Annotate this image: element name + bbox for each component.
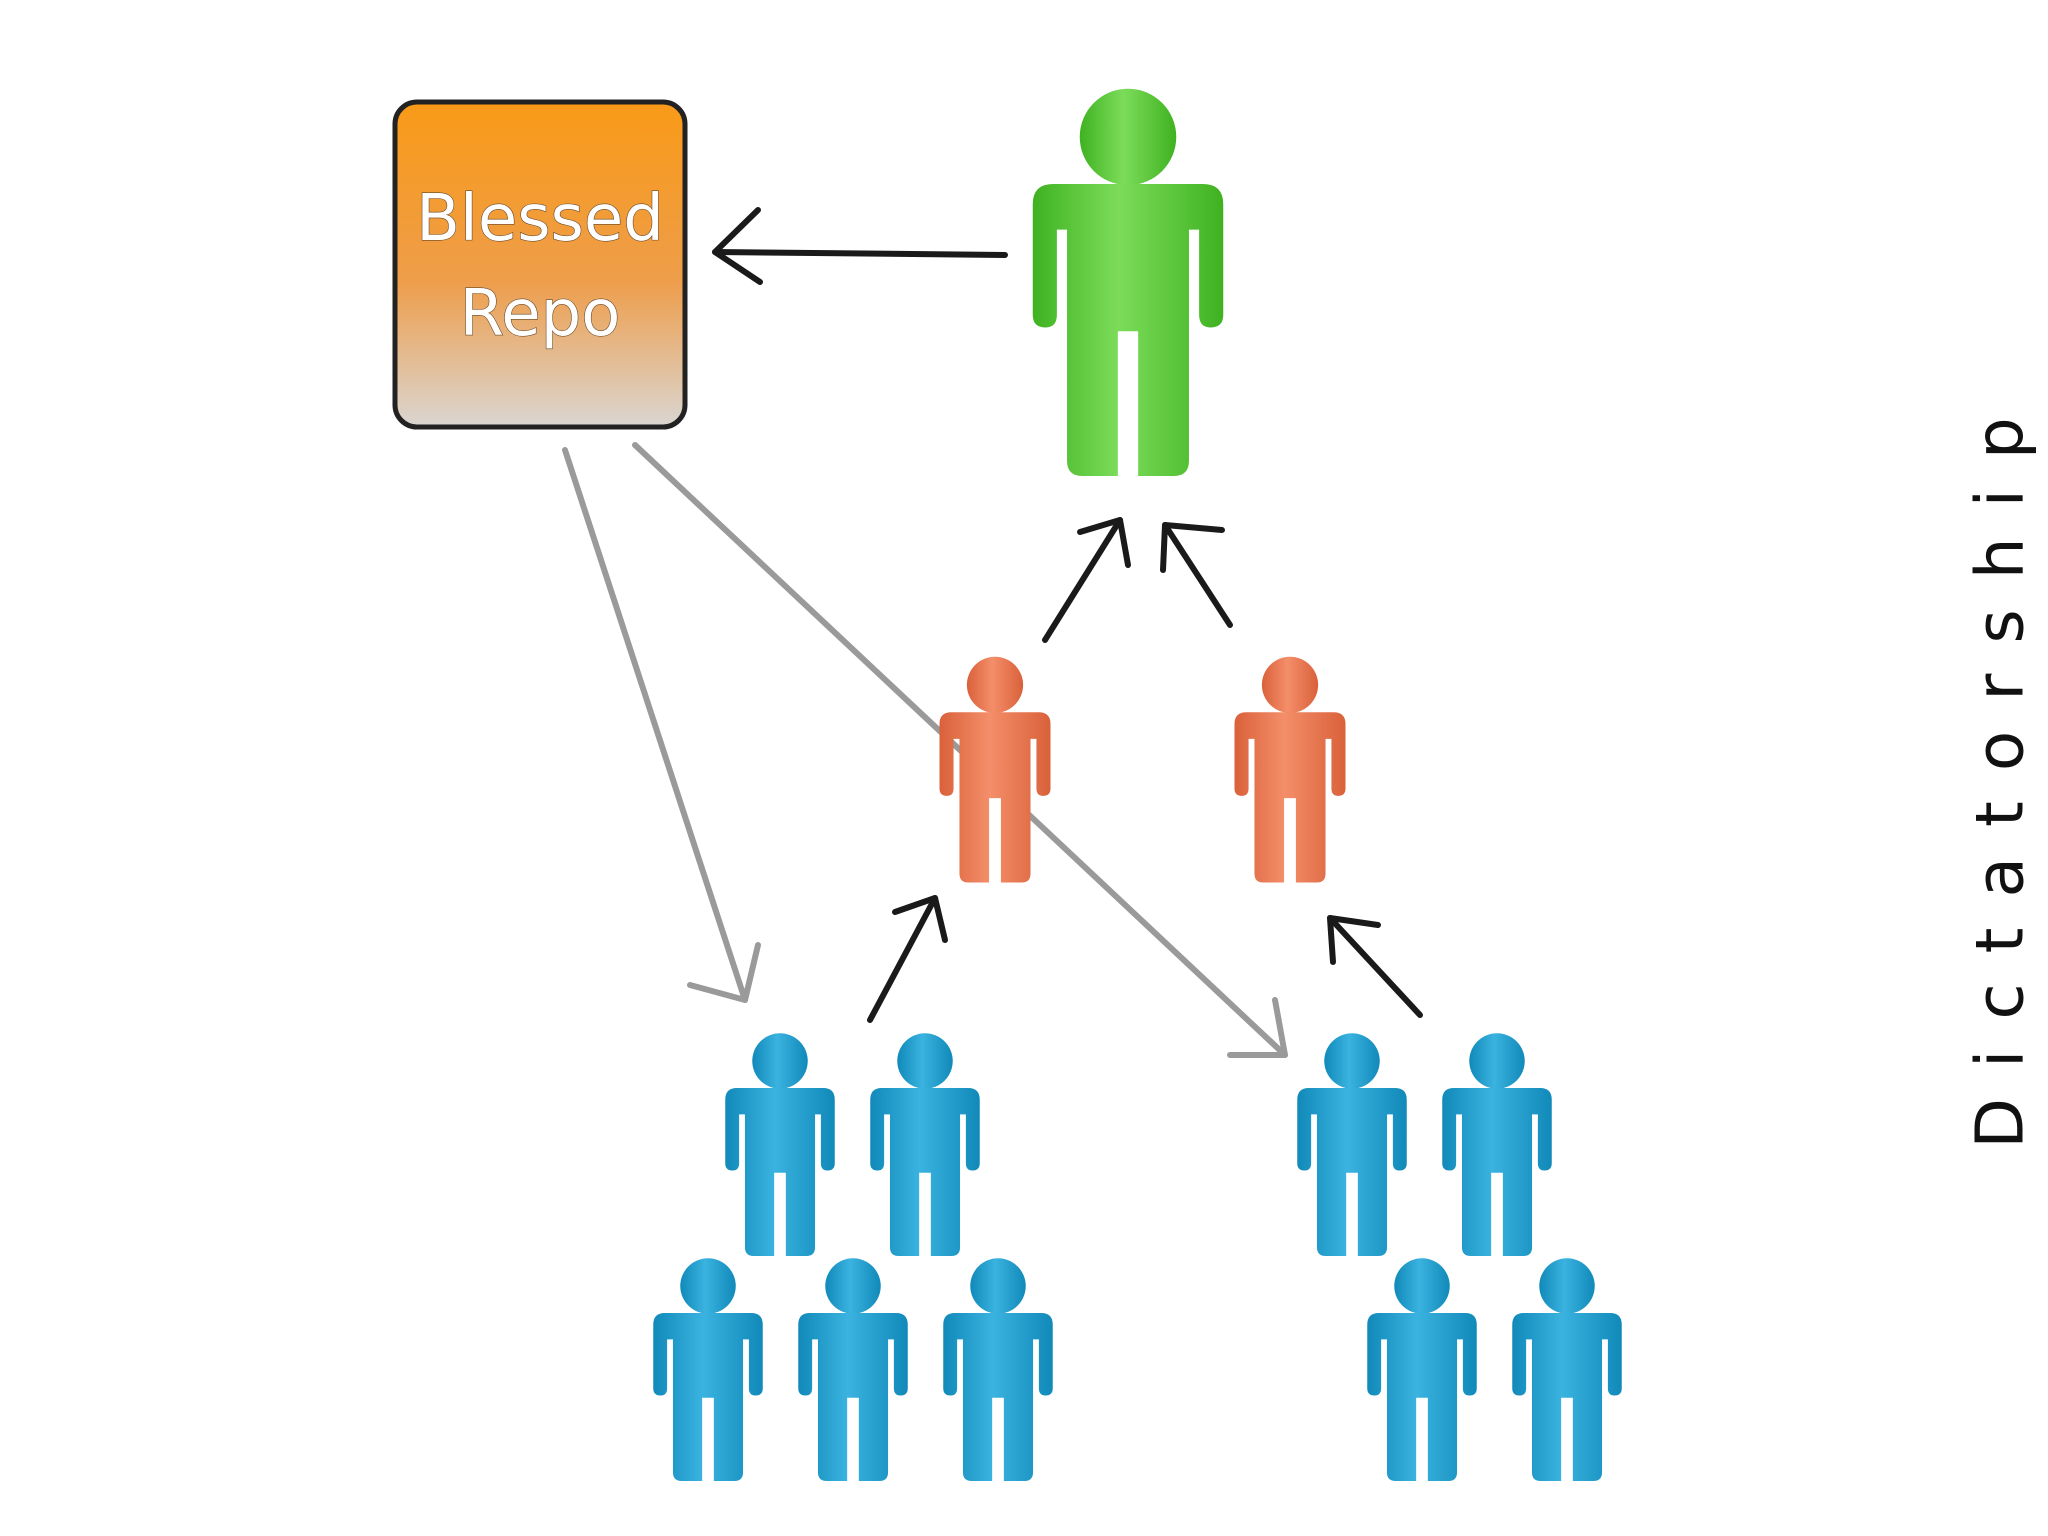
pull-arrow-to-left-group [562,447,761,1003]
lieutenant-person-icon [1234,656,1346,883]
push-arrow-right-group-to-lieutenant2 [1327,915,1423,1018]
repo-label-line2: Repo [460,277,621,351]
developer-person-icon [725,1033,835,1256]
developer-person-icon [1297,1033,1407,1256]
developer-person-icon [653,1258,763,1481]
developer-person-icon [1442,1033,1552,1256]
slide-title: Dictatorship [1961,387,2039,1149]
developer-person-icon [1367,1258,1477,1481]
blessed-repo-box: Blessed Repo [392,99,688,430]
push-arrow-lieutenant1-to-dictator [1042,517,1131,643]
push-arrow-dictator-to-repo [712,207,1008,285]
push-arrow-lieutenant2-to-dictator [1160,522,1233,628]
developer-person-icon [1512,1258,1622,1481]
developer-group-left [653,1033,1053,1481]
developer-person-icon [798,1258,908,1481]
developer-person-icon [943,1258,1053,1481]
push-arrow-left-group-to-lieutenant1 [867,895,948,1023]
developer-group-right [1297,1033,1622,1481]
repo-label-line1: Blessed [416,182,664,256]
lieutenant-person-icon [939,656,1051,883]
dictator-person-icon [1032,88,1224,477]
developer-person-icon [870,1033,980,1256]
